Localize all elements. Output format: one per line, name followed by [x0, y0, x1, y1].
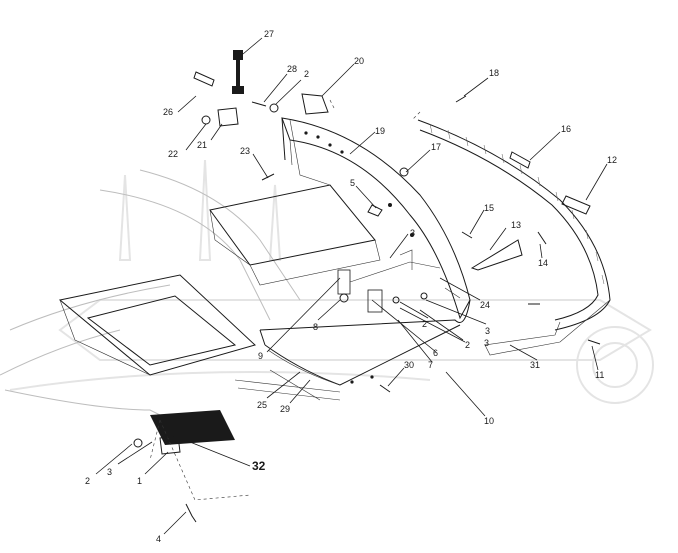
label-2b: 2 — [422, 319, 427, 329]
label-10: 10 — [484, 416, 494, 426]
label-27: 27 — [264, 29, 274, 39]
label-8: 8 — [313, 322, 318, 332]
label-14: 14 — [538, 258, 548, 268]
label-15: 15 — [484, 203, 494, 213]
label-13: 13 — [511, 220, 521, 230]
label-3b: 3 — [485, 326, 490, 336]
label-3d: 3 — [107, 467, 112, 477]
label-18: 18 — [489, 68, 499, 78]
bolt-27 — [232, 50, 244, 94]
bumper-rail — [329, 99, 611, 356]
label-22: 22 — [168, 149, 178, 159]
label-2d: 2 — [85, 476, 90, 486]
hood-outline — [0, 169, 301, 416]
label-29: 29 — [280, 404, 290, 414]
rear-panel — [259, 117, 471, 386]
label-17: 17 — [431, 142, 441, 152]
label-24: 24 — [480, 300, 490, 310]
label-31: 31 — [530, 360, 540, 370]
label-6: 6 — [433, 348, 438, 358]
label-11: 11 — [595, 370, 604, 380]
leader-lines — [95, 37, 608, 535]
label-4: 4 — [156, 534, 161, 544]
watermark-logo — [9, 159, 654, 404]
label-32: 32 — [252, 459, 266, 473]
label-1: 1 — [137, 476, 142, 486]
label-23: 23 — [240, 146, 250, 156]
label-25: 25 — [257, 400, 267, 410]
label-16: 16 — [561, 124, 571, 134]
label-5: 5 — [350, 178, 355, 188]
label-12: 12 — [607, 155, 617, 165]
label-19: 19 — [375, 126, 385, 136]
label-3: 3 — [410, 228, 415, 238]
label-26: 26 — [163, 107, 173, 117]
lower-grill — [149, 369, 341, 501]
label-28: 28 — [287, 64, 297, 74]
storage-tray — [209, 119, 381, 286]
hardware-parts — [133, 71, 601, 523]
label-7: 7 — [428, 360, 433, 370]
label-9: 9 — [258, 351, 263, 361]
part-labels: 27 28 2 20 18 26 22 21 19 16 23 17 12 5 … — [85, 29, 617, 544]
label-2c: 2 — [465, 340, 470, 350]
label-20: 20 — [354, 56, 364, 66]
label-2: 2 — [304, 69, 309, 79]
label-3c: 3 — [484, 338, 489, 348]
label-30: 30 — [404, 360, 414, 370]
label-21: 21 — [197, 140, 207, 150]
